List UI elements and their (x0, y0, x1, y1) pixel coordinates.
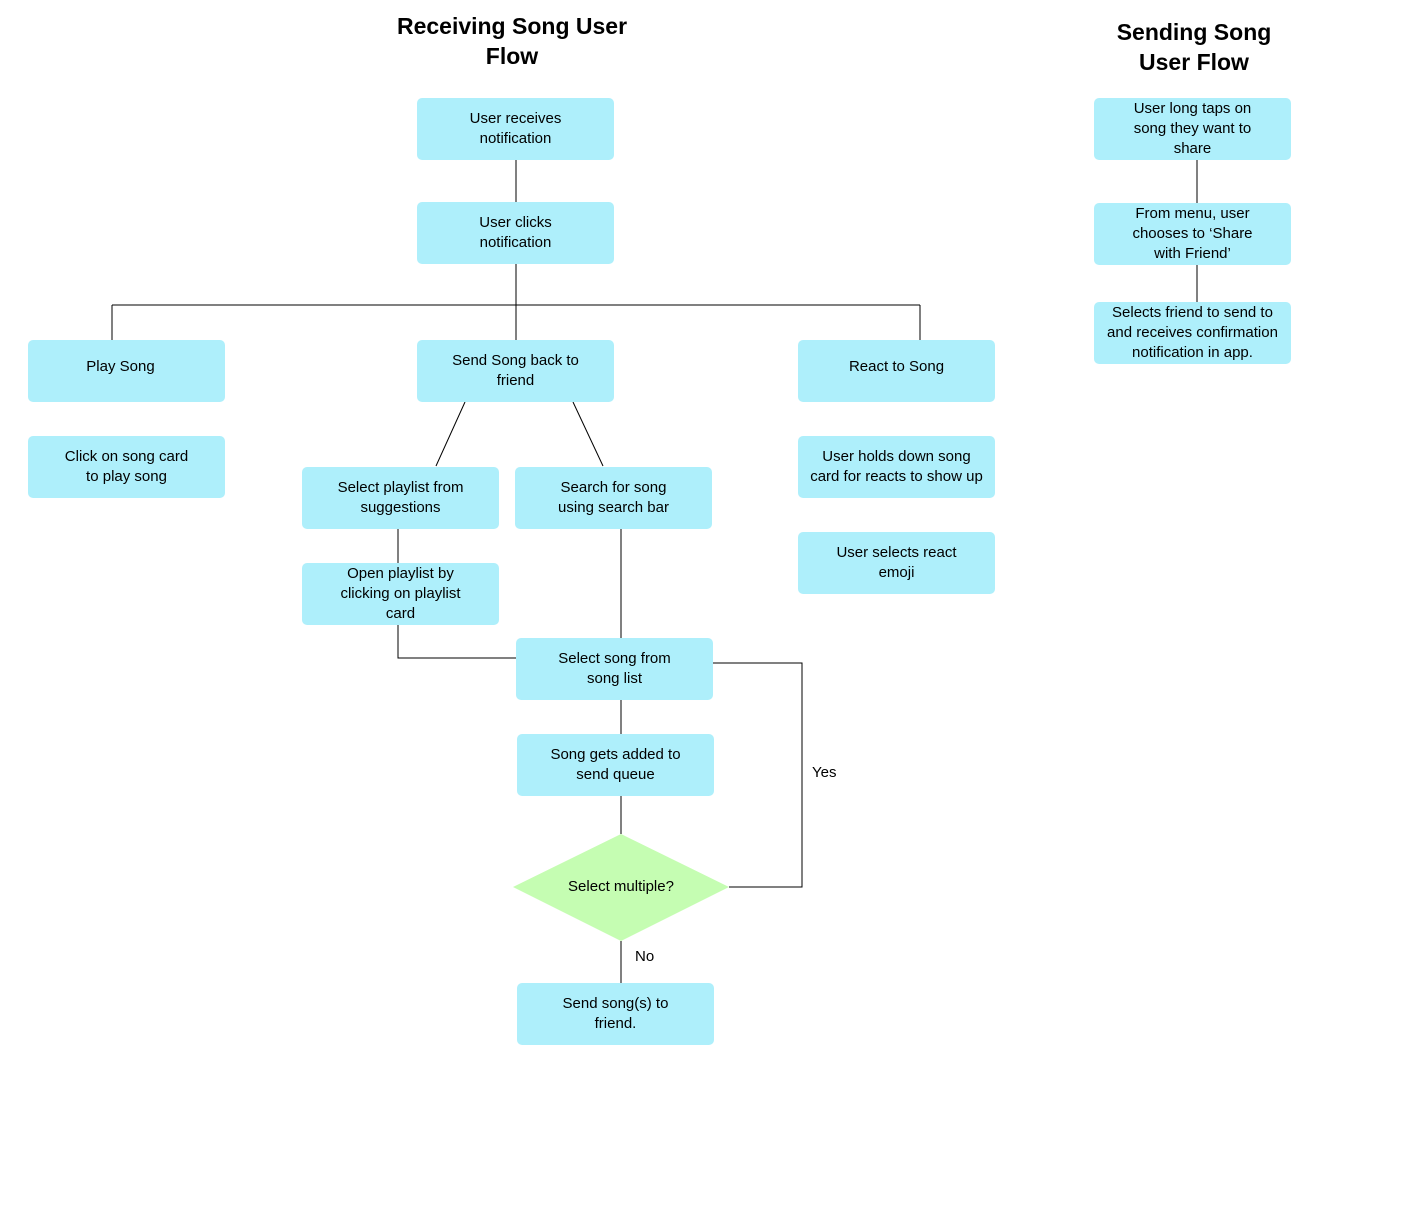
yes-label: Yes (812, 764, 837, 781)
no-label: No (635, 948, 655, 965)
decision-diamond (513, 834, 729, 941)
decision-label: Select multiple? (568, 878, 674, 895)
node-play-song: Play Song (28, 340, 225, 402)
node-react-to-song: React to Song (798, 340, 995, 402)
sending-flow-title: Sending Song User Flow (1116, 19, 1272, 75)
receiving-flow-title: Receiving Song User Flow (396, 13, 628, 69)
